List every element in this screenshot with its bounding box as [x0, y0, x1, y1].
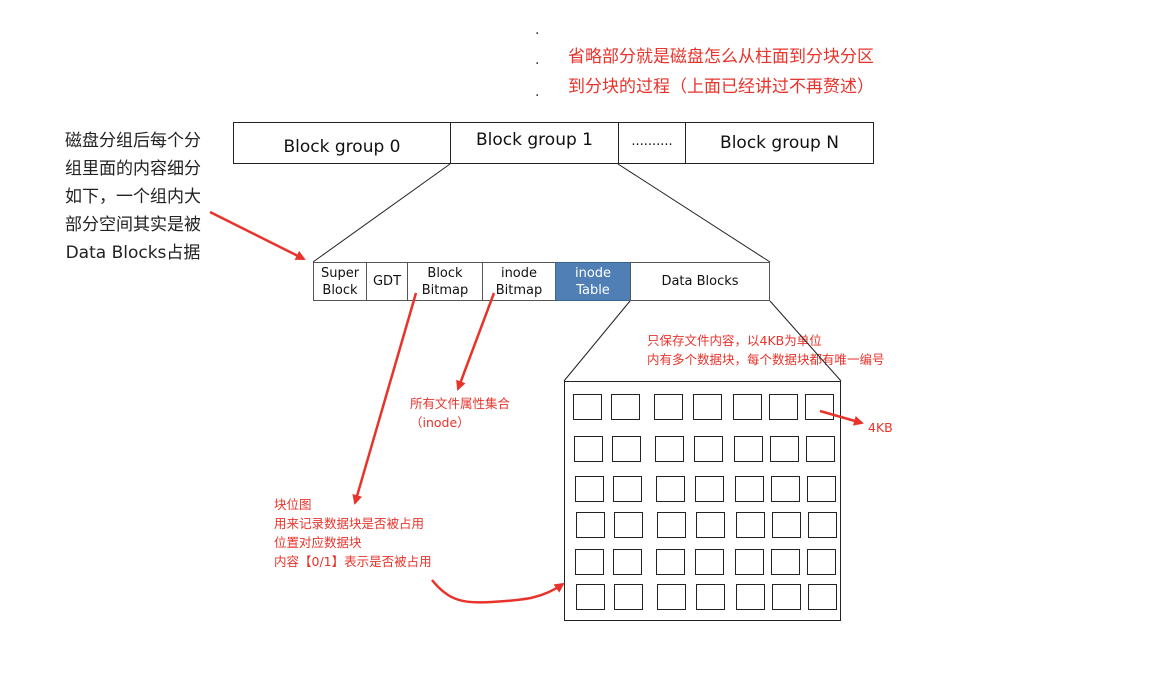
data-block-cell: [575, 476, 604, 502]
data-block-cell: [807, 476, 836, 502]
dot-marker: .: [535, 22, 540, 38]
data-block-cell: [613, 476, 642, 502]
note-line: 只保存文件内容，以4KB为单位: [647, 333, 822, 348]
data-block-cell: [808, 512, 837, 538]
zoom-line: [769, 300, 842, 382]
data-block-cell: [611, 394, 640, 420]
note-line: 用来记录数据块是否被占用: [274, 516, 425, 531]
data-block-cell: [576, 512, 605, 538]
segment-line: inode: [574, 265, 612, 281]
note-line: 位置对应数据块: [274, 535, 362, 550]
data-block-cell: [576, 584, 605, 610]
data-block-cell: [695, 476, 724, 502]
dot-marker: .: [535, 84, 540, 100]
zoom-line: [617, 163, 771, 263]
block-group-1: Block group 1: [450, 122, 619, 164]
left-note-line: Data Blocks占据: [65, 243, 201, 263]
left-note-line: 磁盘分组后每个分: [65, 131, 201, 151]
top-note-line: 到分块的过程（上面已经讲过不再赘述）: [568, 77, 874, 97]
block-bitmap-note: 块位图 用来记录数据块是否被占用 位置对应数据块 内容【0/1】表示是否被占用: [274, 495, 432, 571]
left-note-line: 如下，一个组内大: [65, 187, 201, 207]
data-block-cell: [696, 584, 725, 610]
data-blocks-segment: Data Blocks: [630, 262, 770, 301]
data-block-cell: [657, 584, 686, 610]
data-block-cell: [693, 394, 722, 420]
data-block-cell: [736, 584, 765, 610]
data-block-cell: [654, 394, 683, 420]
segment-line: Data Blocks: [661, 274, 739, 289]
arrow-4kb: [819, 409, 864, 426]
data-block-cell: [734, 436, 763, 462]
dot-marker: .: [535, 52, 540, 68]
data-block-cell: [614, 584, 643, 610]
data-block-cell: [656, 476, 685, 502]
segment-line: inode: [500, 265, 538, 281]
segment-line: Table: [576, 282, 610, 298]
data-block-cell: [770, 436, 799, 462]
segment-line: Bitmap: [421, 282, 469, 298]
data-block-cell: [806, 436, 835, 462]
left-note-line: 部分空间其实是被: [65, 215, 201, 235]
note-line: 内容【0/1】表示是否被占用: [274, 554, 432, 569]
note-line: 块位图: [274, 497, 312, 512]
data-block-cell: [771, 476, 800, 502]
data-block-cell: [772, 584, 801, 610]
data-block-cell: [612, 436, 641, 462]
top-note-line: 省略部分就是磁盘怎么从柱面到分块分区: [568, 47, 874, 67]
note-line: 所有文件属性集合: [410, 396, 511, 411]
data-block-cell: [573, 394, 602, 420]
data-block-cell: [808, 584, 837, 610]
zoom-line: [312, 163, 451, 263]
segment-line: Block: [427, 265, 463, 281]
arrow-block-bitmap: [352, 292, 418, 505]
block-group-ellipsis: ..........: [618, 122, 686, 164]
left-note: 磁盘分组后每个分 组里面的内容细分 如下，一个组内大 部分空间其实是被 Data…: [48, 127, 218, 267]
data-block-cell: [695, 549, 724, 575]
data-block-cell: [655, 436, 684, 462]
note-line: （inode）: [410, 415, 470, 430]
data-block-cell: [694, 436, 723, 462]
data-block-cell: [614, 512, 643, 538]
arrow-bitmap-to-grid: [431, 579, 565, 604]
data-block-grid: [564, 381, 841, 621]
segment-line: Super: [320, 265, 360, 281]
segment-line: GDT: [372, 274, 402, 289]
data-block-cell: [772, 512, 801, 538]
data-block-cell: [657, 512, 686, 538]
gdt-segment: GDT: [366, 262, 408, 301]
data-block-cell: [805, 394, 834, 420]
data-block-cell: [735, 549, 764, 575]
inode-note: 所有文件属性集合 （inode）: [410, 394, 510, 432]
block-size-label: 4KB: [868, 420, 893, 435]
data-block-cell: [735, 476, 764, 502]
block-group-0: Block group 0: [233, 122, 451, 164]
arrow-inode-table: [456, 292, 496, 391]
data-block-cell: [771, 549, 800, 575]
segment-line: Bitmap: [495, 282, 543, 298]
top-note: 省略部分就是磁盘怎么从柱面到分块分区 到分块的过程（上面已经讲过不再赘述）: [568, 42, 874, 102]
data-block-cell: [656, 549, 685, 575]
data-block-cell: [769, 394, 798, 420]
block-group-n: Block group N: [685, 122, 874, 164]
data-block-cell: [807, 549, 836, 575]
data-block-cell: [736, 512, 765, 538]
data-block-cell: [696, 512, 725, 538]
zoom-line: [563, 300, 631, 382]
data-block-cell: [733, 394, 762, 420]
left-note-line: 组里面的内容细分: [65, 159, 201, 179]
segment-line: Block: [322, 282, 358, 298]
arrow-to-segments: [209, 210, 306, 261]
data-block-cell: [613, 549, 642, 575]
data-block-cell: [574, 436, 603, 462]
data-block-cell: [575, 549, 604, 575]
